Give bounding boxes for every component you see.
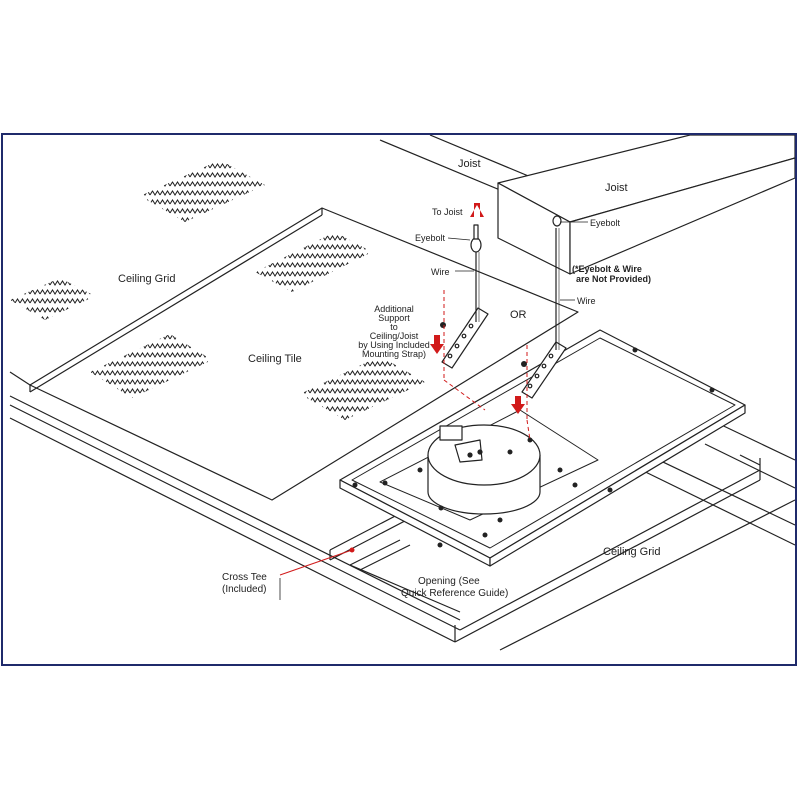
- label-not-provided-line2: are Not Provided): [576, 274, 651, 284]
- additional-line1: Additional: [374, 304, 414, 314]
- label-or: OR: [510, 309, 527, 321]
- mounting-strap-left: [441, 307, 489, 369]
- tile-texture: [10, 160, 425, 420]
- ceiling-tile: [29, 207, 579, 501]
- label-additional-support: Additional Support to Ceiling/Joist by U…: [358, 304, 430, 359]
- label-wire-left: Wire: [431, 267, 450, 277]
- eyebolt-left-icon: [470, 224, 482, 253]
- red-arrows: [430, 203, 525, 414]
- wire-right: [555, 228, 560, 350]
- label-joist-right: Joist: [605, 182, 628, 194]
- label-wire-right: Wire: [577, 296, 596, 306]
- label-cross-tee-line1: Cross Tee: [222, 572, 267, 583]
- cross-tee-leader: [279, 547, 355, 576]
- label-ceiling-grid-left: Ceiling Grid: [118, 273, 175, 285]
- eyebolt-right-icon: [552, 215, 562, 227]
- additional-line3: to: [390, 322, 398, 332]
- label-opening-line1: Opening (See: [418, 576, 480, 587]
- guide-dashes: [443, 290, 531, 441]
- label-joist-left: Joist: [458, 158, 481, 170]
- wire-left: [475, 252, 480, 322]
- leader-lines: [279, 221, 588, 600]
- additional-line4: Ceiling/Joist: [370, 331, 419, 341]
- label-ceiling-grid-right: Ceiling Grid: [603, 546, 660, 558]
- additional-line5: by Using Included: [358, 340, 430, 350]
- additional-line2: Support: [378, 313, 410, 323]
- additional-line6: Mounting Strap): [362, 349, 426, 359]
- speaker-back-can: [427, 424, 541, 515]
- label-to-joist: To Joist: [432, 207, 463, 217]
- mounting-strap-right: [521, 341, 567, 399]
- joist-right: [497, 135, 795, 275]
- label-ceiling-tile: Ceiling Tile: [248, 353, 302, 365]
- frame-screws: [352, 347, 715, 548]
- label-eyebolt-left: Eyebolt: [415, 233, 446, 243]
- diagram-labels: Joist Joist To Joist Eyebolt Eyebolt (*E…: [118, 158, 660, 599]
- label-opening-line2: Quick Reference Guide): [401, 588, 508, 599]
- label-not-provided-line1: (*Eyebolt & Wire: [572, 264, 642, 274]
- label-cross-tee-line2: (Included): [222, 584, 266, 595]
- label-eyebolt-right: Eyebolt: [590, 218, 621, 228]
